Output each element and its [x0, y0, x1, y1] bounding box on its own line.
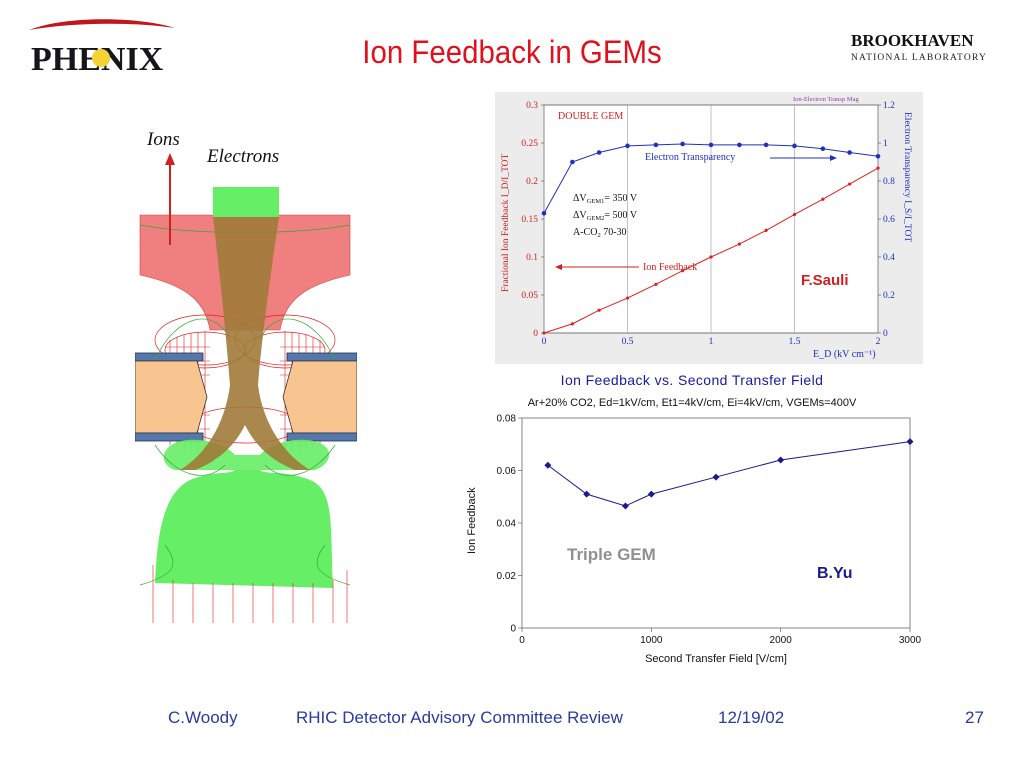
chart1-point-0 [876, 166, 880, 170]
chart1-y-tick-label: 0 [533, 329, 538, 339]
brookhaven-logo-line1: BROOKHAVEN [851, 31, 974, 50]
chart1-annotation-2: ΔVGEM2= 500 V [573, 210, 638, 222]
electrons-label: Electrons [206, 146, 279, 167]
chart1-y2label: Electron Transparency I_S/I_TOT [902, 112, 912, 242]
chart2-inner-label: Triple GEM [567, 545, 656, 564]
chart1-point-0 [737, 242, 741, 246]
chart2-y-tick-label: 0 [510, 624, 516, 635]
brookhaven-logo-line2: NATIONAL LABORATORY [851, 53, 987, 63]
chart2-point [621, 502, 629, 510]
chart1-y-tick-label: 0.05 [521, 291, 538, 301]
chart1-ylabel: Fractional Ion Feedback I_D/I_TOT [501, 153, 511, 292]
chart2-x-tick-label: 0 [519, 635, 525, 646]
chart1-series-label-electron: Electron Transparency [645, 152, 735, 163]
chart1-point-0 [570, 322, 574, 326]
page-title: Ion Feedback in GEMs [362, 34, 662, 70]
chart1-series [541, 141, 881, 335]
chart1-credit: F.Sauli [801, 272, 849, 289]
chart1-point-1 [653, 142, 659, 148]
chart1-title: DOUBLE GEM [558, 111, 623, 122]
chart1-y-tick-label: 0.2 [526, 177, 538, 187]
chart2-subtitle: Ar+20% CO2, Ed=1kV/cm, Et1=4kV/cm, Ei=4k… [528, 397, 857, 409]
footer-page-number: 27 [965, 708, 984, 727]
chart1-point-0 [848, 182, 852, 186]
chart1-point-0 [792, 212, 797, 217]
chart1-annotation-3: A-CO2 70-30 [573, 227, 627, 239]
chart1-point-0 [681, 269, 685, 273]
chart1-y-tick-label: 0.15 [521, 215, 538, 225]
chart1-annotation-1: ΔVGEM1= 350 V [573, 193, 638, 205]
chart1-y2-tick-label: 1.2 [883, 101, 895, 111]
chart1-xlabel: E_D (kV cm⁻¹) [813, 349, 876, 360]
chart2-y-tick-label: 0.04 [497, 519, 517, 530]
chart1-point-0 [821, 197, 825, 201]
chart1-x-tick-label: 0 [542, 337, 547, 347]
chart2-point [906, 438, 914, 446]
chart2-title: Ion Feedback vs. Second Transfer Field [561, 372, 824, 388]
chart1-series-label-ion: Ion Feedback [643, 262, 697, 273]
chart1-point-1 [792, 143, 797, 149]
chart1-y2-tick-label: 0 [883, 329, 888, 339]
gem-field-diagram: Ions Electrons [135, 129, 357, 623]
chart1-x-tick-label: 0.5 [622, 337, 634, 347]
chart1-y-tick-label: 0.25 [521, 139, 538, 149]
chart1-point-1 [763, 142, 769, 148]
chart2-series [544, 438, 914, 510]
chart2-x-tick-label: 1000 [640, 635, 663, 646]
chart1-point-1 [680, 141, 685, 147]
triple-gem-chart: Ion Feedback vs. Second Transfer Field A… [466, 372, 922, 665]
chart1-point-1 [847, 150, 852, 155]
chart1-x-tick-label: 1.5 [789, 337, 801, 347]
chart1-point-0 [654, 282, 658, 286]
brookhaven-logo: BROOKHAVEN NATIONAL LABORATORY [851, 31, 987, 63]
chart1-x-tick-label: 2 [876, 337, 881, 347]
chart1-y2-tick-label: 0.2 [883, 291, 895, 301]
chart1-point-1 [541, 211, 547, 216]
chart1-point-1 [570, 159, 575, 165]
phenix-logo: PHENIX [29, 19, 175, 78]
ions-label: Ions [146, 129, 180, 150]
chart2-x-tick-label: 3000 [899, 635, 922, 646]
footer-date: 12/19/02 [718, 708, 785, 727]
chart2-point [712, 473, 720, 481]
footer-event: RHIC Detector Advisory Committee Review [296, 708, 623, 727]
chart1-point-1 [708, 142, 714, 148]
chart2-ticks: 0 1000 2000 3000 0 0.02 0.04 0.06 0.08 [497, 414, 922, 647]
chart1-y-tick-label: 0.3 [526, 101, 538, 111]
chart2-y-tick-label: 0.08 [497, 414, 517, 425]
chart2-y-tick-label: 0.06 [497, 466, 517, 477]
chart2-plot-area [521, 417, 911, 629]
chart2-point [583, 490, 591, 498]
chart1-x-tick-label: 1 [709, 337, 714, 347]
chart1-point-0 [709, 255, 713, 259]
chart2-ylabel: Ion Feedback [466, 487, 478, 554]
chart2-x-tick-label: 2000 [770, 635, 793, 646]
chart1-point-1 [625, 143, 630, 149]
chart1-point-1 [596, 150, 602, 155]
chart1-point-1 [820, 146, 826, 151]
chart2-point [544, 461, 552, 469]
chart2-xlabel: Second Transfer Field [V/cm] [645, 653, 787, 665]
chart1-y2-tick-label: 0.8 [883, 177, 895, 187]
chart2-y-tick-label: 0.02 [497, 571, 517, 582]
chart2-point [647, 490, 655, 498]
chart1-point-1 [875, 154, 881, 159]
chart1-y-tick-label: 0.1 [526, 253, 538, 263]
chart1-y2-tick-label: 0.6 [883, 215, 895, 225]
chart1-point-0 [542, 331, 546, 335]
chart1-point-1 [737, 142, 742, 148]
chart1-corner-label: Ion-Electron Transp Mag [793, 96, 859, 103]
chart1-y2-tick-label: 0.4 [883, 253, 895, 263]
chart1-y2-tick-label: 1 [883, 139, 888, 149]
chart2-credit: B.Yu [817, 565, 853, 582]
chart1-point-0 [625, 296, 630, 300]
chart1-point-0 [597, 308, 601, 312]
chart2-point [777, 456, 785, 464]
footer-author: C.Woody [168, 708, 238, 727]
chart1-point-0 [764, 228, 768, 232]
